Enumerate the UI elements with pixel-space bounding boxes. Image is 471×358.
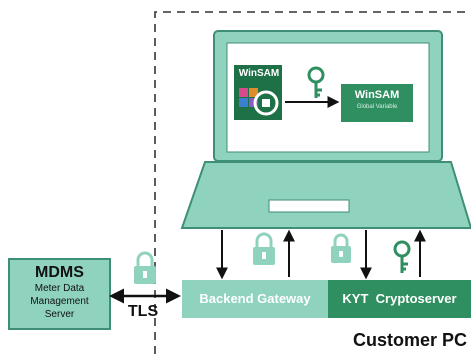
laptop-trackpad — [268, 199, 350, 213]
laptop-keyboard-deck — [180, 161, 471, 229]
backend-gateway-box — [182, 280, 328, 318]
kyt-cryptoserver-box — [328, 280, 471, 318]
lock-icon — [253, 232, 275, 265]
mdms-line-1: Meter Data — [34, 283, 85, 294]
mdms-line-2: Management — [30, 296, 89, 307]
key-icon — [307, 66, 325, 98]
customer-pc-label: Customer PC — [352, 330, 467, 350]
kyt-cryptoserver-label: KYT Cryptoserver — [342, 291, 457, 306]
mdms-title: MDMS — [35, 264, 84, 281]
mdms-line-3: Server — [44, 309, 75, 320]
winsam-global-variable-box — [341, 84, 413, 122]
tls-label: TLS — [127, 303, 159, 320]
mdms-box — [8, 258, 111, 330]
customer-pc-boundary — [154, 11, 471, 354]
lock-icon — [331, 233, 351, 263]
key-icon — [393, 240, 411, 273]
backend-gateway-label: Backend Gateway — [199, 291, 311, 306]
winsam-box-title: WinSAM — [354, 89, 400, 101]
winsam-logo-label: WinSAM — [238, 68, 280, 79]
winsam-box-subtitle: Global Variable — [356, 104, 398, 110]
winsam-logo-icon — [234, 65, 282, 120]
lock-icon — [134, 251, 156, 284]
